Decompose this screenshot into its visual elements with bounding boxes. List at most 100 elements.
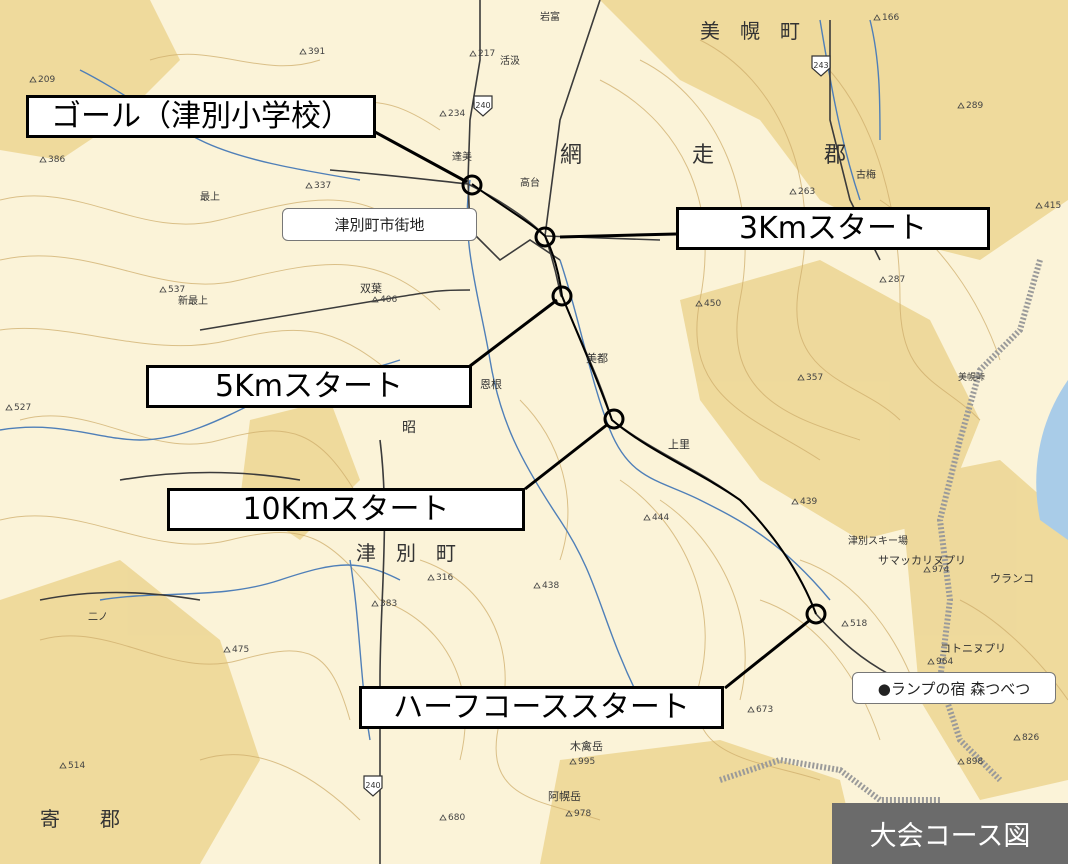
elevation-value: 386	[48, 155, 65, 165]
elevation-triangle-icon	[1013, 734, 1021, 741]
elevation-triangle-icon	[643, 514, 651, 521]
elevation-value: 439	[800, 497, 817, 507]
course-map-legend: 大会コース図	[832, 803, 1068, 864]
route-shield-240-south: 240	[363, 775, 383, 797]
elevation-triangle-icon	[5, 404, 13, 411]
elevation-value: 978	[574, 809, 591, 819]
lake	[1036, 380, 1068, 540]
elevation-value: 337	[314, 181, 331, 191]
elevation-point: 316	[427, 573, 453, 583]
label-kishidake: 木禽岳	[570, 739, 603, 753]
elevation-point: 898	[957, 757, 983, 767]
elevation-value: 357	[806, 373, 823, 383]
elevation-point: 527	[5, 403, 31, 413]
elevation-triangle-icon	[957, 102, 965, 109]
lodge-tag: ●ランプの宿 森つべつ	[852, 672, 1056, 704]
elevation-value: 898	[966, 757, 983, 767]
elevation-value: 444	[652, 513, 669, 523]
elevation-triangle-icon	[469, 50, 477, 57]
elevation-triangle-icon	[39, 156, 47, 163]
hatched-boundary	[719, 259, 1043, 803]
elevation-value: 438	[542, 581, 559, 591]
elevation-point: 995	[569, 757, 595, 767]
contour-lines	[0, 39, 1068, 821]
label-ski-area: 津別スキー場	[848, 534, 908, 547]
elevation-value: 974	[932, 565, 949, 575]
elevation-value: 217	[478, 49, 495, 59]
start-5k-callout: 5Kmスタート	[146, 365, 472, 408]
elevation-value: 209	[38, 75, 55, 85]
elevation-triangle-icon	[59, 762, 67, 769]
label-tsubetsu-town: 津 別 町	[356, 541, 456, 565]
elevation-point: 974	[923, 565, 949, 575]
label-sakari: サマッカリヌプリ	[878, 554, 966, 567]
label-bihoro-town: 美 幌 町	[700, 19, 800, 43]
elevation-point: 673	[747, 705, 773, 715]
elevation-value: 234	[448, 109, 465, 119]
elevation-value: 289	[966, 101, 983, 111]
elevation-value: 391	[308, 47, 325, 57]
start-half-callout: ハーフコーススタート	[359, 686, 724, 729]
label-katsuba: 活汲	[500, 54, 520, 67]
label-tomiya: 高台	[520, 176, 540, 189]
start-3k-callout: 3Kmスタート	[676, 207, 990, 250]
elevation-point: 518	[841, 619, 867, 629]
route-shield-243: 243	[811, 55, 831, 77]
elevation-triangle-icon	[789, 188, 797, 195]
elevation-value: 450	[704, 299, 721, 309]
elevation-value: 826	[1022, 733, 1039, 743]
elevation-point: 391	[299, 47, 325, 57]
start-10k-point-marker	[603, 408, 625, 430]
elevation-point: 444	[643, 513, 669, 523]
elevation-value: 680	[448, 813, 465, 823]
elevation-triangle-icon	[371, 600, 379, 607]
label-tatsumi: 達美	[452, 150, 472, 163]
elevation-value: 514	[68, 761, 85, 771]
elevation-point: 209	[29, 75, 55, 85]
label-iwatomi: 岩富	[540, 10, 560, 23]
elevation-value: 518	[850, 619, 867, 629]
route-240-south-label: 240	[365, 781, 380, 790]
elevation-triangle-icon	[791, 498, 799, 505]
elevation-point: 978	[565, 809, 591, 819]
label-urankobe: ウランコ	[990, 572, 1034, 585]
elevation-point: 337	[305, 181, 331, 191]
elevation-triangle-icon	[873, 14, 881, 21]
elevation-point: 287	[879, 275, 905, 285]
label-nino: 二ノ	[88, 612, 108, 623]
elevation-point: 415	[1035, 201, 1061, 211]
elevation-triangle-icon	[927, 658, 935, 665]
elevation-triangle-icon	[305, 182, 313, 189]
elevation-point: 217	[469, 49, 495, 59]
elevation-point: 386	[39, 155, 65, 165]
label-bihorotop: 美幌峠	[958, 371, 985, 383]
elevation-triangle-icon	[841, 620, 849, 627]
elevation-triangle-icon	[427, 574, 435, 581]
elevation-point: 289	[957, 101, 983, 111]
elevation-point: 263	[789, 187, 815, 197]
elevation-point: 438	[533, 581, 559, 591]
label-furuume: 古梅	[856, 168, 876, 181]
elevation-point: 450	[695, 299, 721, 309]
elevation-value: 383	[380, 599, 397, 609]
start-3k-point-marker	[534, 226, 556, 248]
elevation-point: 537	[159, 285, 185, 295]
elevation-value: 475	[232, 645, 249, 655]
route-shield-240: 240	[473, 95, 493, 117]
elevation-triangle-icon	[159, 286, 167, 293]
elevation-value: 537	[168, 285, 185, 295]
elevation-point: 357	[797, 373, 823, 383]
elevation-triangle-icon	[565, 810, 573, 817]
elevation-point: 234	[439, 109, 465, 119]
elevation-triangle-icon	[923, 566, 931, 573]
label-kami-sato: 上里	[668, 438, 690, 451]
race-course-line	[471, 183, 817, 615]
elevation-value: 263	[798, 187, 815, 197]
label-futaba: 双葉	[360, 281, 382, 295]
label-yori-gun: 寄 郡	[40, 807, 120, 831]
elevation-point: 439	[791, 497, 817, 507]
elevation-value: 995	[578, 757, 595, 767]
